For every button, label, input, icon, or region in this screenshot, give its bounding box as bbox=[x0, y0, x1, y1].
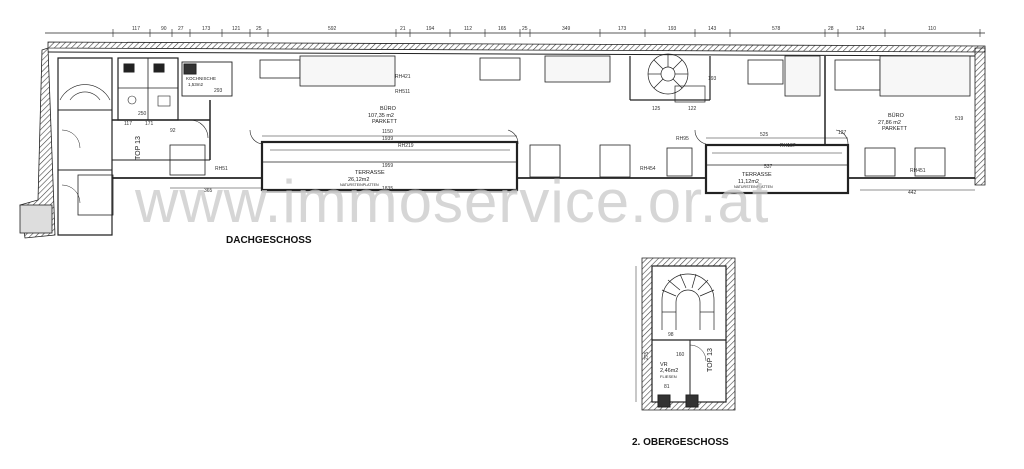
office-large-floor: PARKETT bbox=[372, 119, 398, 125]
svg-text:RH454: RH454 bbox=[640, 166, 656, 172]
svg-text:250: 250 bbox=[138, 111, 147, 117]
svg-text:21: 21 bbox=[400, 26, 406, 32]
svg-text:349: 349 bbox=[562, 26, 571, 32]
kitchen-area bbox=[181, 61, 233, 97]
svg-text:117: 117 bbox=[124, 121, 132, 127]
svg-text:27: 27 bbox=[178, 26, 184, 32]
svg-text:537: 537 bbox=[764, 164, 773, 170]
svg-text:28: 28 bbox=[828, 26, 834, 32]
svg-text:127: 127 bbox=[838, 130, 847, 136]
svg-text:RH219: RH219 bbox=[398, 143, 414, 149]
svg-text:194: 194 bbox=[426, 26, 435, 32]
og-stair-label: TOP 13 bbox=[707, 348, 714, 372]
svg-text:RH95: RH95 bbox=[676, 136, 689, 142]
svg-text:160: 160 bbox=[676, 352, 685, 358]
spiral-stair bbox=[647, 53, 706, 103]
svg-text:578: 578 bbox=[772, 26, 781, 32]
svg-text:171: 171 bbox=[145, 121, 154, 127]
outer-right-wall bbox=[974, 47, 986, 186]
svg-text:193: 193 bbox=[668, 26, 677, 32]
roof-windows bbox=[169, 144, 946, 178]
office-large-name: BÜRO bbox=[380, 105, 397, 112]
svg-text:122: 122 bbox=[688, 106, 697, 112]
og-room-floor: FLIESEN bbox=[660, 374, 677, 379]
svg-text:525: 525 bbox=[760, 132, 769, 138]
terrace-left-floor: NATURSTEINPLATTEN bbox=[340, 183, 379, 187]
office-large-area: 107,35 m2 bbox=[368, 113, 394, 119]
svg-text:143: 143 bbox=[708, 26, 717, 32]
top-dimension-labels: 117 90 27 173 121 25 592 21 194 112 165 … bbox=[132, 26, 936, 32]
og-stair bbox=[661, 273, 715, 330]
kitchen-name: KOCHNISCHE bbox=[186, 76, 216, 81]
svg-text:RH421: RH421 bbox=[395, 74, 411, 80]
svg-text:117: 117 bbox=[132, 26, 140, 32]
stair-top-label: TOP 13 bbox=[135, 136, 142, 160]
watermark: www.immoservice.or.at bbox=[134, 168, 769, 235]
svg-text:1939: 1939 bbox=[382, 136, 393, 142]
svg-text:173: 173 bbox=[202, 26, 211, 32]
terrace-left-area: 26,12m2 bbox=[348, 177, 369, 183]
outer-top-wall bbox=[47, 41, 986, 53]
svg-text:90: 90 bbox=[161, 26, 167, 32]
svg-text:442: 442 bbox=[908, 190, 917, 196]
svg-text:110: 110 bbox=[928, 26, 936, 32]
svg-text:25: 25 bbox=[522, 26, 528, 32]
terrace-left-name: TERRASSE bbox=[355, 170, 385, 176]
terrace-right-area: 11,12m2 bbox=[738, 179, 759, 185]
room-labels: BÜRO 107,35 m2 PARKETT BÜRO 27,86 m2 PAR… bbox=[135, 76, 908, 189]
stair-left-wall bbox=[57, 57, 113, 236]
office-small-area: 27,86 m2 bbox=[878, 120, 901, 126]
svg-text:98: 98 bbox=[668, 332, 674, 338]
svg-text:592: 592 bbox=[328, 26, 337, 32]
svg-text:25: 25 bbox=[256, 26, 262, 32]
svg-text:519: 519 bbox=[955, 116, 964, 122]
svg-text:365: 365 bbox=[204, 188, 213, 194]
terrace-left bbox=[260, 140, 519, 192]
dimension-labels: 1150 1939 1959 1835 525 537 365 442 519 … bbox=[124, 74, 964, 196]
og-room-name: VR bbox=[660, 362, 668, 368]
dormers bbox=[259, 55, 971, 97]
kitchen-area-text: 1,53m2 bbox=[188, 82, 204, 87]
terrace-right-floor: NATURSTEINPLATTEN bbox=[734, 185, 773, 189]
svg-text:1150: 1150 bbox=[382, 129, 393, 135]
obergeschoss-plan bbox=[635, 257, 736, 411]
svg-text:173: 173 bbox=[618, 26, 627, 32]
svg-text:125: 125 bbox=[652, 106, 661, 112]
svg-text:92: 92 bbox=[170, 128, 176, 134]
svg-text:124: 124 bbox=[856, 26, 865, 32]
svg-text:165: 165 bbox=[498, 26, 507, 32]
terrace-railing bbox=[270, 149, 842, 154]
office-small-name: BÜRO bbox=[888, 112, 905, 119]
svg-text:112: 112 bbox=[464, 26, 472, 32]
terrace-right bbox=[704, 143, 850, 195]
og-room-area: 2,46m2 bbox=[660, 368, 678, 374]
office-small-floor: PARKETT bbox=[882, 126, 908, 132]
dachgeschoss-plan bbox=[19, 29, 986, 239]
og-labels: VR 2,46m2 FLIESEN TOP 13 275 98 81 160 bbox=[644, 332, 714, 390]
svg-text:275: 275 bbox=[644, 351, 650, 360]
svg-text:1959: 1959 bbox=[382, 163, 393, 169]
svg-text:193: 193 bbox=[708, 76, 717, 82]
outer-left-wall bbox=[19, 47, 56, 239]
svg-text:RH51: RH51 bbox=[215, 166, 228, 172]
svg-text:293: 293 bbox=[214, 88, 223, 94]
dachgeschoss-title: DACHGESCHOSS bbox=[226, 235, 312, 246]
top-dimension-ticks bbox=[112, 29, 981, 37]
svg-text:81: 81 bbox=[664, 384, 670, 390]
door-swings bbox=[189, 119, 849, 145]
svg-text:RH451: RH451 bbox=[910, 168, 926, 174]
svg-text:1835: 1835 bbox=[382, 186, 393, 192]
svg-text:RH187: RH187 bbox=[780, 143, 796, 149]
obergeschoss-title: 2. OBERGESCHOSS bbox=[632, 437, 729, 448]
terrace-right-name: TERRASSE bbox=[742, 172, 772, 178]
svg-text:RH511: RH511 bbox=[395, 89, 410, 95]
svg-text:121: 121 bbox=[232, 26, 241, 32]
